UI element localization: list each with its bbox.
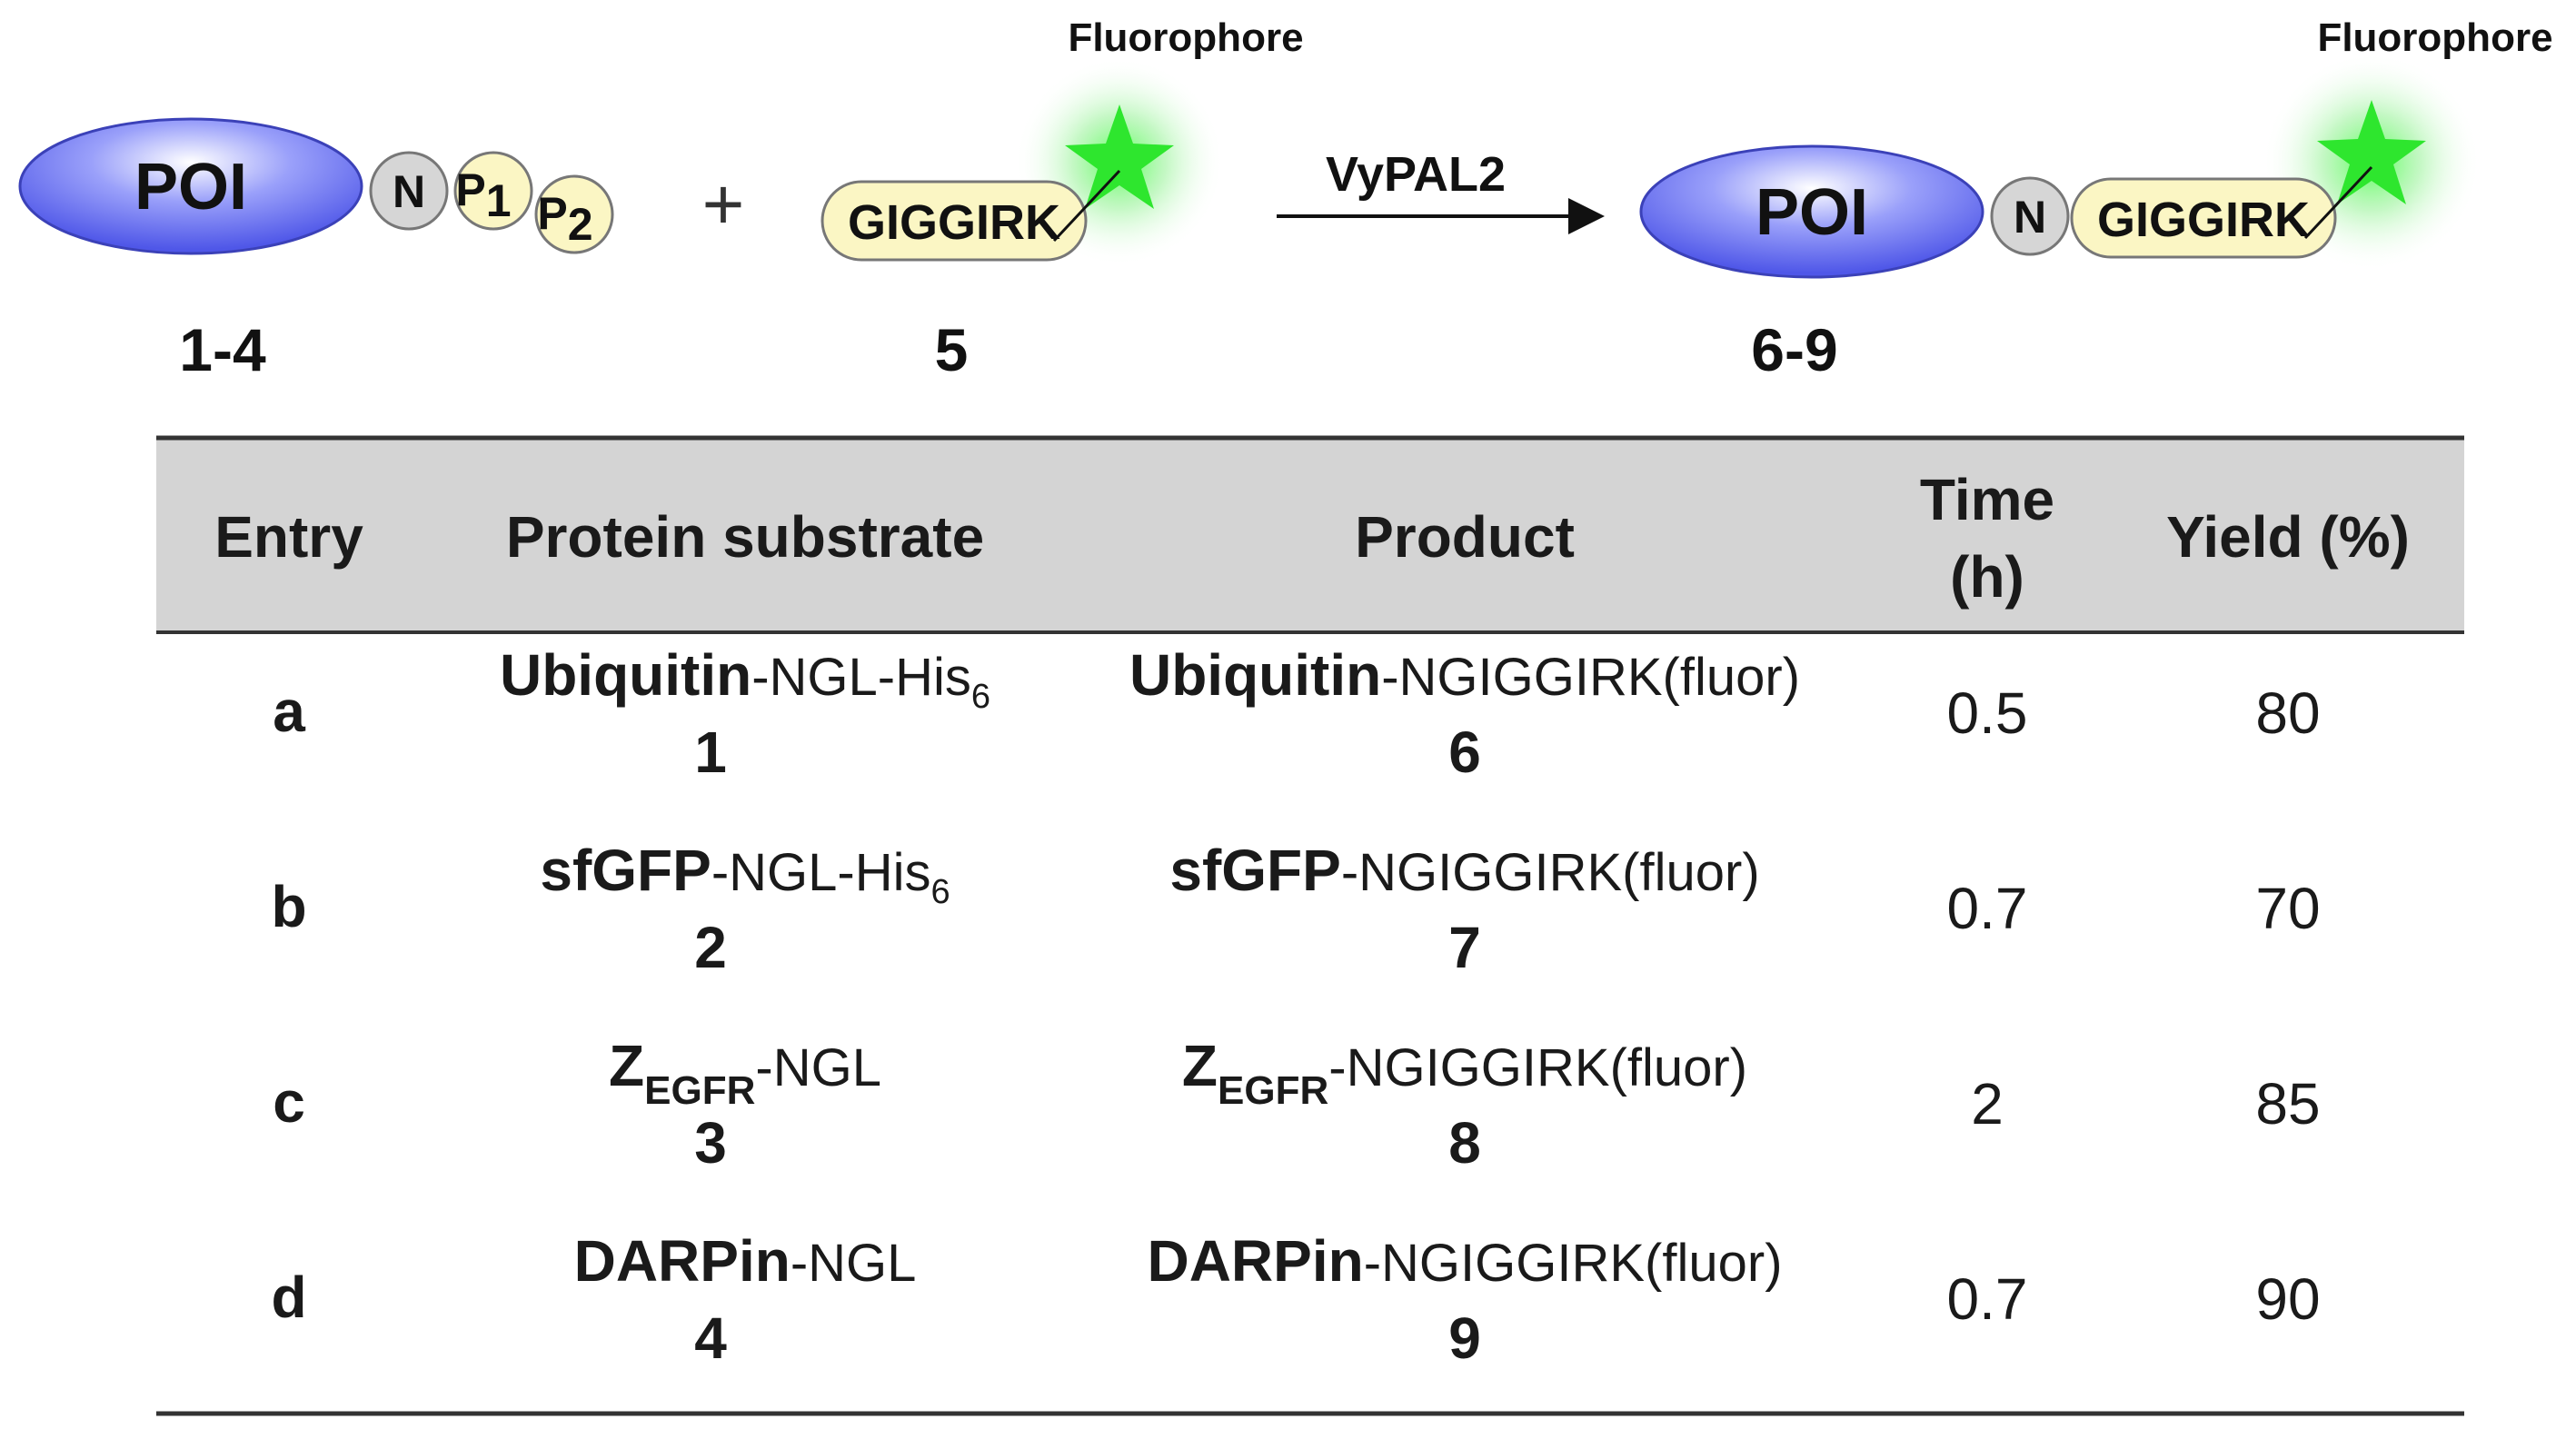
compound-label-1-4: 1-4	[179, 316, 266, 383]
p2-residue-label: P2	[537, 188, 592, 250]
row-entry: d	[271, 1265, 306, 1330]
row-substrate-number: 3	[694, 1110, 727, 1176]
row-yield: 85	[2255, 1071, 2320, 1136]
header-time-line1: Time	[1920, 467, 2054, 532]
table-header-bg	[156, 438, 2464, 632]
reactant-peptide: GIGGIRK Fluorophore 5	[821, 15, 1304, 383]
row-time: 0.7	[1947, 876, 2028, 941]
poi-label-reactant: POI	[134, 151, 247, 223]
row-yield: 80	[2255, 680, 2320, 746]
header-product: Product	[1355, 504, 1575, 570]
row-time: 2	[1971, 1071, 2004, 1136]
n-residue-reactant	[369, 151, 449, 231]
row-yield: 70	[2255, 876, 2320, 941]
linker-line-product	[2303, 165, 2373, 240]
row-product-number: 6	[1448, 720, 1481, 785]
row-entry: c	[273, 1069, 305, 1135]
n-residue-label-product: N	[2014, 192, 2046, 243]
row-product-number: 8	[1448, 1110, 1481, 1176]
header-protein-substrate: Protein substrate	[506, 504, 984, 570]
fluorophore-star-icon-reactant	[1065, 104, 1174, 209]
row-substrate-number: 2	[694, 915, 727, 980]
p1-residue-label: P1	[455, 164, 511, 226]
linker-line-reactant	[1052, 169, 1121, 243]
plus-sign: +	[702, 164, 745, 244]
poi-ellipse-product	[1639, 144, 1984, 279]
compound-label-6-9: 6-9	[1751, 316, 1837, 383]
n-residue-label-reactant: N	[393, 166, 425, 217]
header-yield: Yield (%)	[2166, 504, 2410, 570]
table-row: d DARPin-NGL 4 DARPin-NGIGGIRK(fluor) 9 0.7 90	[271, 1228, 2320, 1371]
poi-ellipse-reactant	[18, 117, 363, 255]
peptide-capsule-reactant	[821, 180, 1088, 262]
p2-residue	[534, 174, 614, 254]
row-substrate-number: 4	[694, 1305, 727, 1371]
row-substrate-name: Ubiquitin-NGL-His6	[500, 642, 990, 716]
enzyme-label: VyPAL2	[1326, 147, 1506, 202]
row-entry: a	[273, 679, 305, 744]
product-protein: POI N GIGGIRK Fluorophore 6-9	[1639, 15, 2553, 383]
n-residue-product	[1990, 176, 2070, 256]
fluorophore-label-reactant: Fluorophore	[1068, 15, 1303, 60]
fluorophore-label-product: Fluorophore	[2317, 15, 2552, 60]
peptide-label-product: GIGGIRK	[2097, 193, 2310, 247]
compound-label-5: 5	[935, 316, 969, 383]
row-product-name: sfGFP-NGIGGIRK(fluor)	[1169, 838, 1759, 903]
reaction-arrow: VyPAL2	[1277, 147, 1605, 234]
row-substrate-name: sfGFP-NGL-His6	[540, 838, 950, 911]
row-time: 0.5	[1947, 680, 2028, 746]
row-product-name: ZEGFR-NGIGGIRK(fluor)	[1182, 1033, 1747, 1113]
table-header: Entry Protein substrate Product Time (h)…	[214, 467, 2410, 610]
fluorophore-star-icon-product	[2317, 100, 2426, 204]
header-entry: Entry	[214, 504, 363, 570]
row-product-number: 9	[1448, 1305, 1481, 1371]
reactant-protein: POI N P1 P2 1-4	[18, 117, 614, 383]
row-product-name: DARPin-NGIGGIRK(fluor)	[1147, 1228, 1782, 1294]
poi-label-product: POI	[1755, 176, 1868, 249]
row-substrate-name: DARPin-NGL	[574, 1228, 917, 1294]
header-time-line2: (h)	[1950, 544, 2024, 610]
row-product-number: 7	[1448, 915, 1481, 980]
peptide-label-reactant: GIGGIRK	[848, 195, 1060, 250]
row-time: 0.7	[1947, 1266, 2028, 1332]
row-entry: b	[271, 874, 306, 939]
reaction-scheme: POI N P1 P2 1-4 + GIGGIRK Fluorophore 5 …	[18, 15, 2553, 383]
row-yield: 90	[2255, 1266, 2320, 1332]
p1-residue	[453, 151, 533, 231]
peptide-capsule-product	[2070, 177, 2337, 259]
row-substrate-name: ZEGFR-NGL	[609, 1033, 881, 1113]
row-product-name: Ubiquitin-NGIGGIRK(fluor)	[1129, 642, 1800, 708]
row-substrate-number: 1	[694, 720, 727, 785]
